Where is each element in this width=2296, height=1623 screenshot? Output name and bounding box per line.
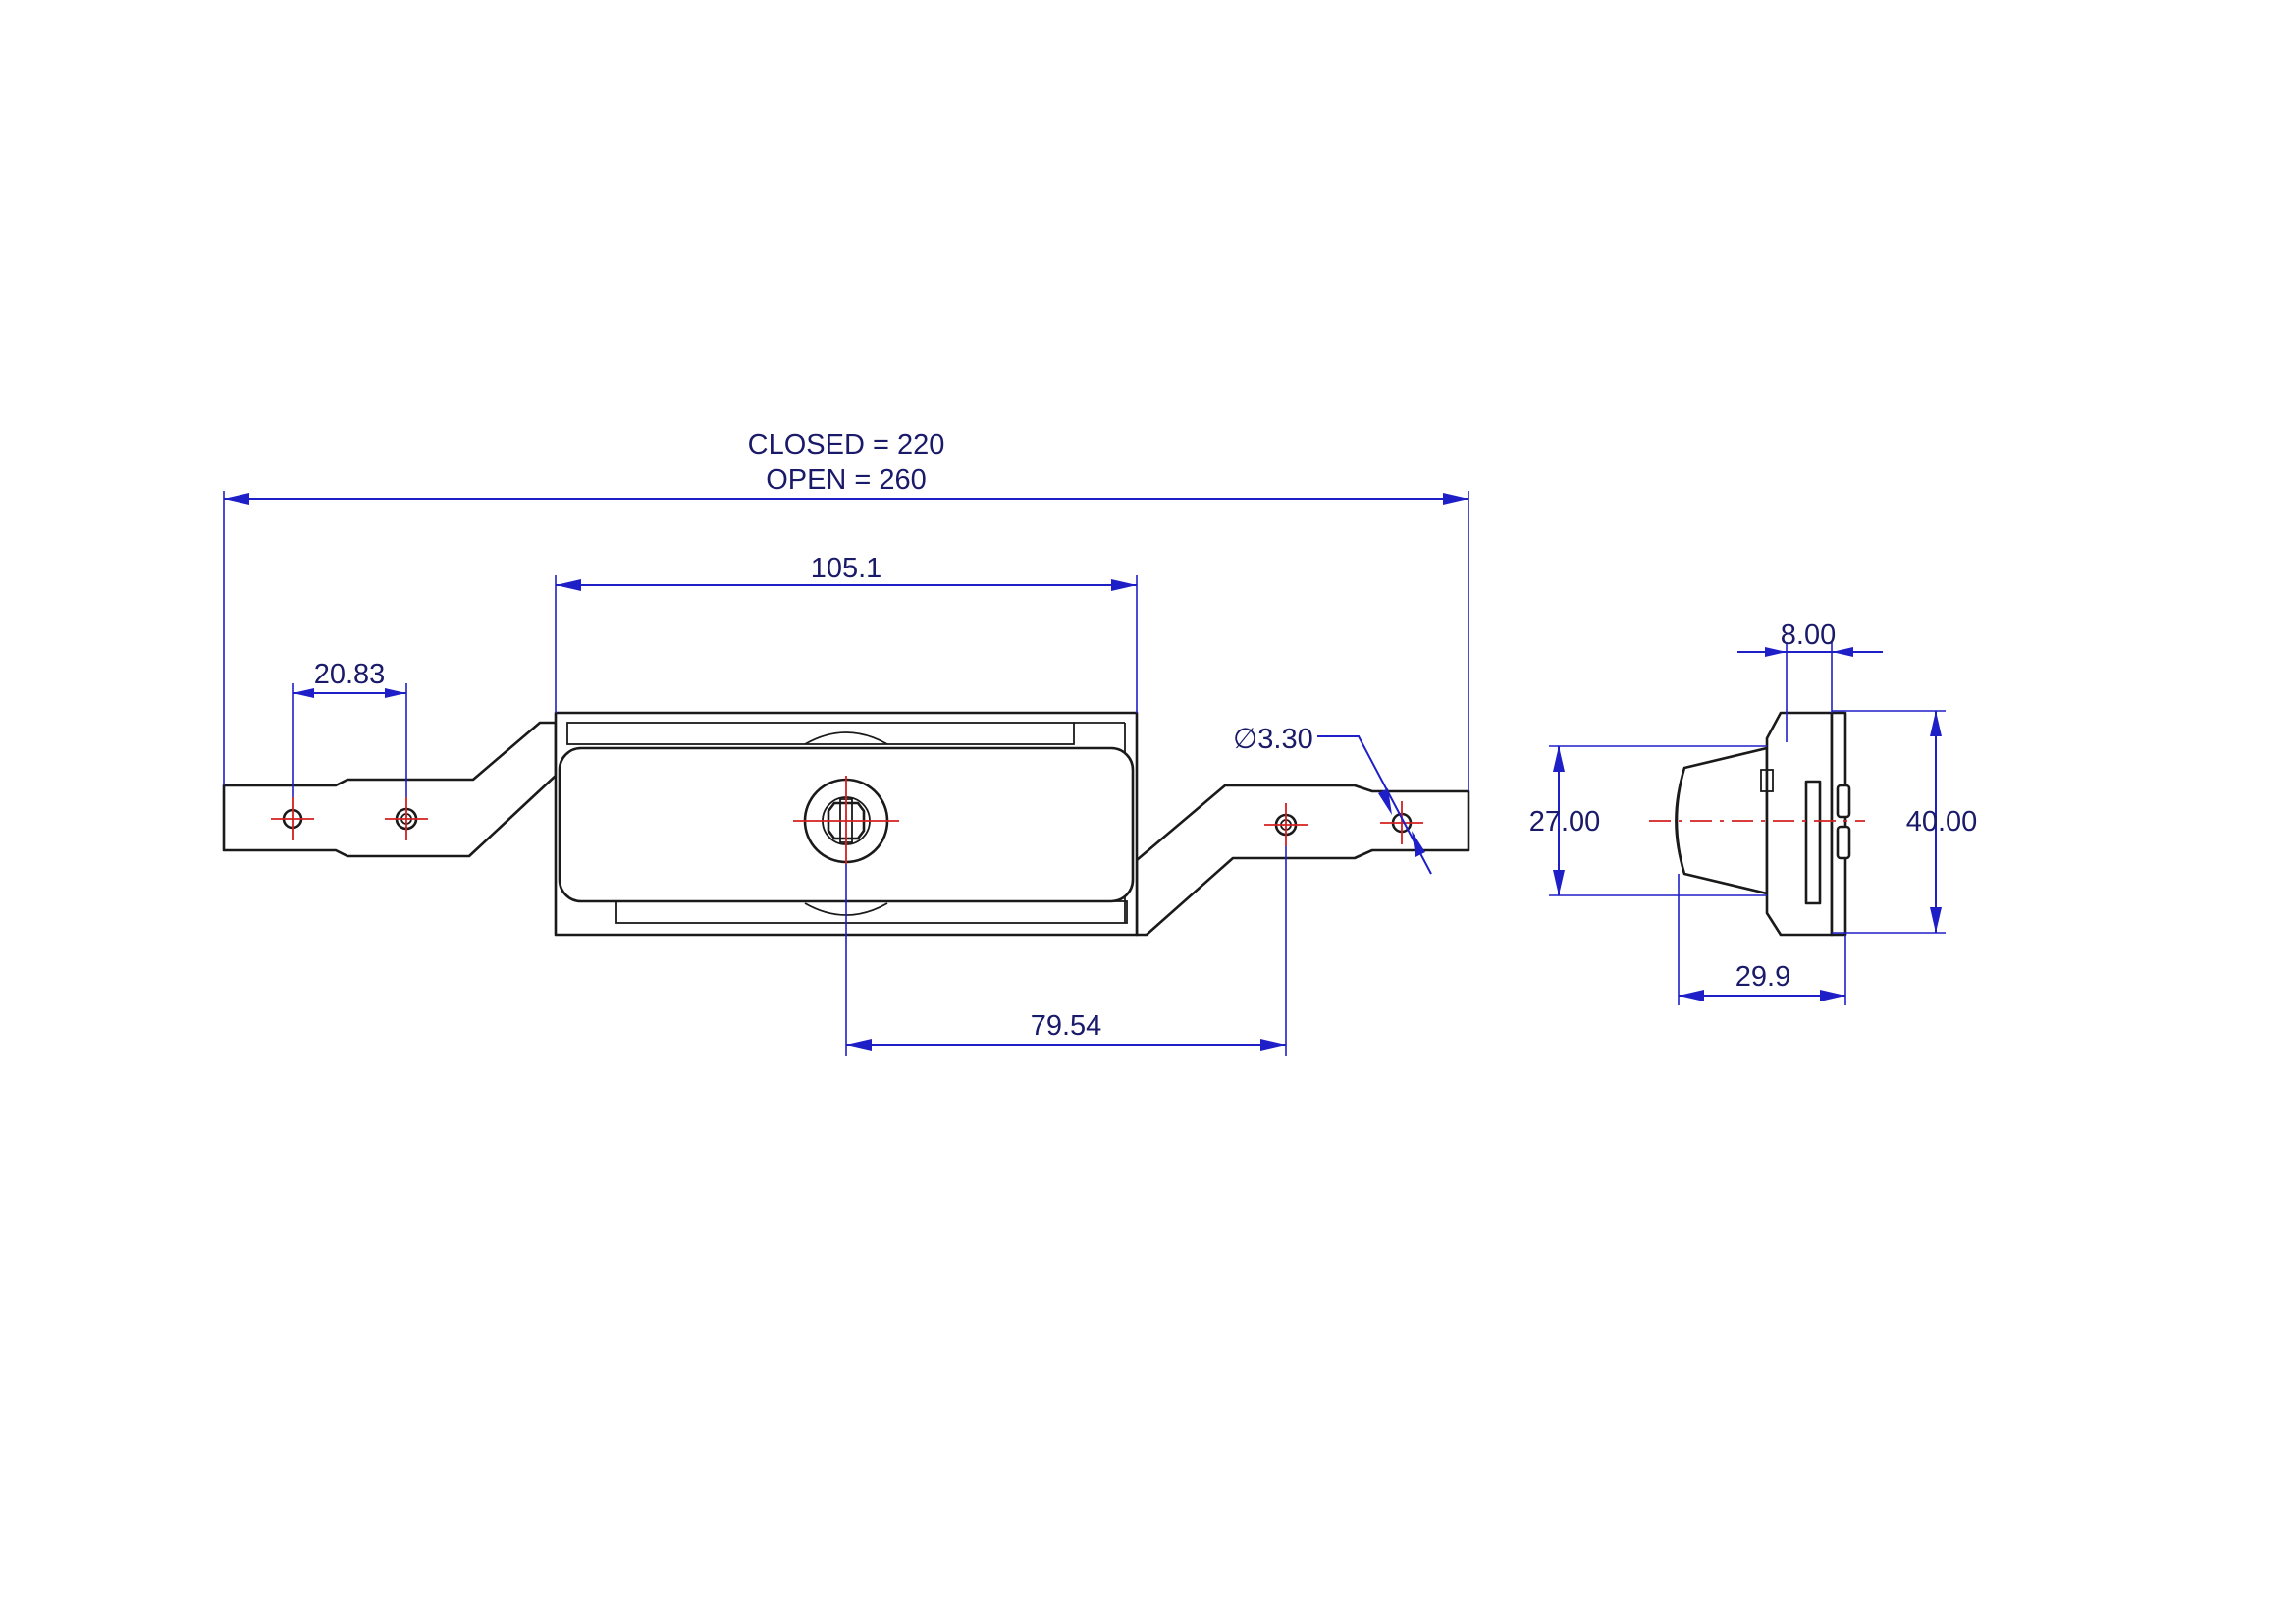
cylinder-top-bulge <box>804 731 888 745</box>
dim-hole-diameter <box>1317 735 1432 875</box>
dim-hole-diameter-text: ∅3.30 <box>1233 724 1313 755</box>
side-slide <box>1804 780 1822 905</box>
side-housing <box>1765 711 1834 937</box>
side-knob-bottom <box>1836 825 1851 860</box>
left-arm <box>222 721 558 858</box>
side-view: 8.00 27.00 40.00 29.9 <box>1529 620 1978 1005</box>
dim-hole-spacing <box>292 683 407 797</box>
bottom-rail <box>615 900 1128 924</box>
dim-body-length <box>555 575 1138 713</box>
side-tab <box>1760 769 1774 792</box>
side-cone-tip <box>1675 767 1685 875</box>
dim-center-to-hole-text: 79.54 <box>1031 1010 1102 1042</box>
dim-body-length-text: 105.1 <box>811 553 882 584</box>
dim-side-top-width <box>1737 642 1883 742</box>
side-plate <box>1830 711 1847 937</box>
dim-overall-closed-text: CLOSED = 220 <box>748 429 945 460</box>
front-view: CLOSED = 220 OPEN = 260 105.1 20.83 ∅3.3… <box>222 429 1470 1056</box>
dim-overall <box>223 491 1469 791</box>
dim-side-outer-height-text: 40.00 <box>1906 806 1978 838</box>
dim-hole-spacing-text: 20.83 <box>314 659 386 690</box>
right-arm <box>1135 784 1470 937</box>
dim-side-depth-text: 29.9 <box>1735 961 1790 993</box>
keyway <box>827 801 866 840</box>
hole-left-outer <box>271 797 314 840</box>
hole-right-outer <box>1380 801 1423 844</box>
dim-side-top-width-text: 8.00 <box>1781 620 1836 651</box>
dim-side-inner-height-text: 27.00 <box>1529 806 1601 838</box>
top-rail <box>566 722 1075 745</box>
side-knob-top <box>1836 784 1851 819</box>
dim-overall-open-text: OPEN = 260 <box>766 464 927 496</box>
hole-right-inner <box>1264 803 1308 846</box>
dim-side-outer-height <box>1832 710 1946 934</box>
hole-left-inner <box>385 797 428 840</box>
dim-side-inner-height <box>1549 745 1767 896</box>
dim-side-depth <box>1678 874 1846 1005</box>
dim-center-to-hole <box>845 846 1287 1056</box>
